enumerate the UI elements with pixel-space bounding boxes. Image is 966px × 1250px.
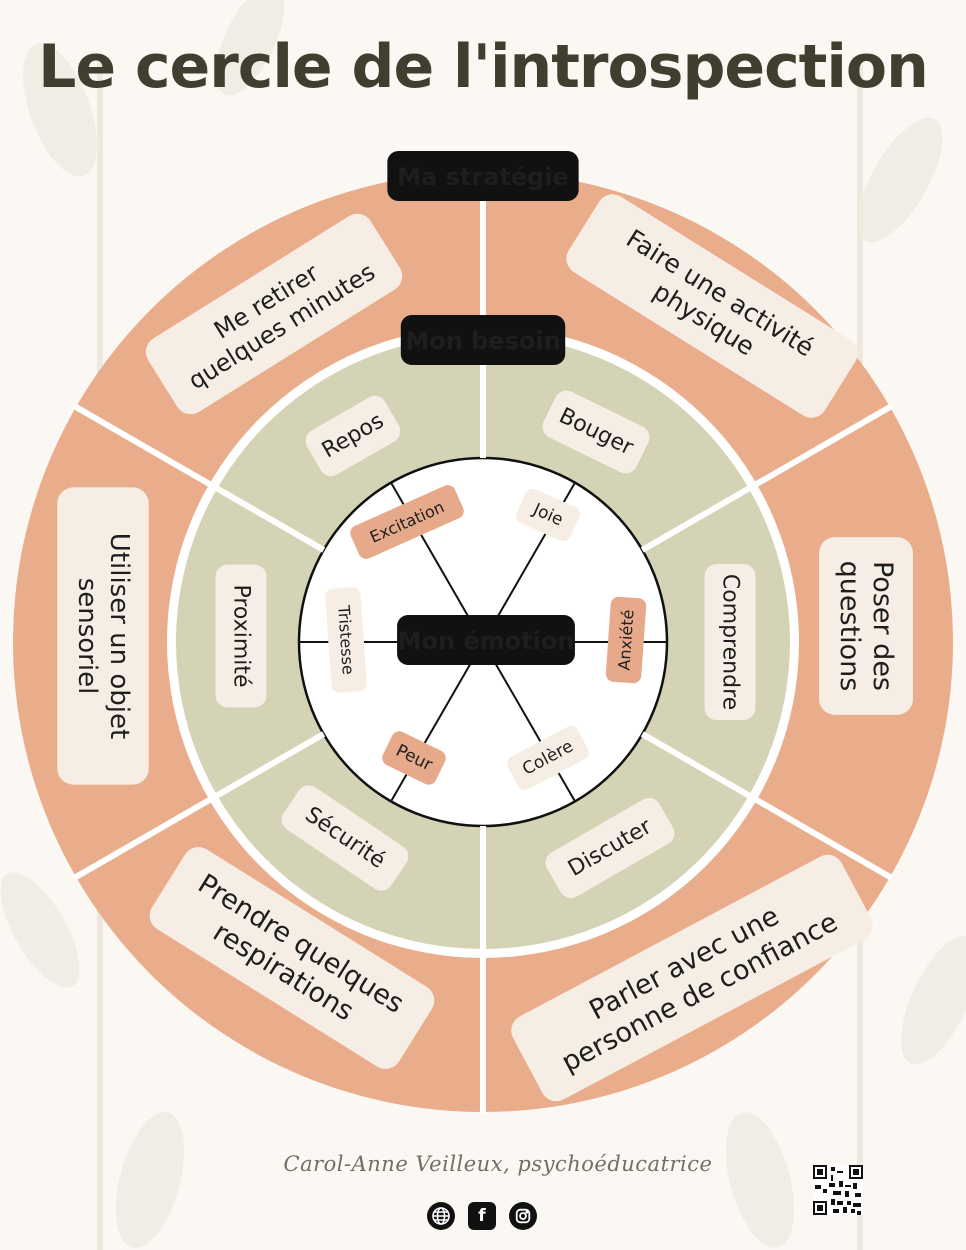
emotion-label-bg: [605, 596, 647, 684]
strategy-heading-bg: [387, 151, 579, 201]
strategy-label-text: sensoriel: [72, 578, 102, 695]
emotion-heading-bg: [397, 615, 575, 665]
need-label-bg: [305, 395, 401, 477]
strategy-label-bg: [149, 847, 435, 1069]
need-label-bg: [542, 390, 650, 474]
strategy-label-text: Utiliser un objet: [104, 533, 134, 739]
need-label-bg: [704, 564, 756, 720]
strategy-label-bg: [566, 194, 858, 418]
need-label-text: Comprendre: [718, 574, 743, 710]
outer-sector-divider: [72, 731, 326, 881]
author-credit: Carol-Anne Veilleux, psychoéducatrice: [283, 1152, 713, 1176]
emotion-heading-text: Mon émotion: [398, 627, 575, 655]
instagram-icon[interactable]: [509, 1202, 537, 1230]
strategy-label-text: Poser des: [867, 561, 898, 691]
need-label-bg: [281, 785, 409, 891]
emotion-label: Anxiété: [605, 596, 647, 684]
strategy-label-bg: [57, 487, 149, 785]
inner-sector-divider: [482, 641, 576, 802]
strategy-heading: Ma stratégie: [387, 151, 579, 201]
globe-icon[interactable]: [427, 1202, 455, 1230]
emotion-heading: Mon émotion: [397, 615, 575, 665]
outer-sector-divider: [72, 403, 326, 553]
page-title: Le cercle de l'introspection: [38, 32, 929, 102]
emotion-label: Joie: [516, 488, 580, 542]
facebook-icon[interactable]: f: [468, 1202, 496, 1230]
emotion-label: Tristesse: [325, 587, 367, 693]
need-label: Comprendre: [704, 564, 756, 720]
emotion-label-bg: [507, 726, 589, 790]
emotion-label-text: Tristesse: [334, 604, 358, 676]
strategy-label-bg: [145, 213, 403, 415]
strategy-label-bg: [819, 537, 913, 715]
emotion-label: Peur: [382, 731, 446, 785]
inner-sector-divider: [390, 641, 484, 802]
qr-code: [813, 1165, 863, 1215]
need-heading: Mon besoin: [400, 315, 566, 365]
emotion-label: Excitation: [350, 485, 464, 559]
emotion-label-bg: [516, 488, 580, 542]
social-icons: f: [427, 1202, 537, 1230]
emotion-label-text: Anxiété: [614, 609, 637, 671]
emotion-label-bg: [325, 587, 367, 693]
need-heading-bg: [400, 315, 566, 365]
outer-sector-divider: [640, 731, 894, 881]
need-label-text: Proximité: [229, 584, 254, 687]
need-label-bg: [215, 564, 267, 708]
emotion-label-bg: [382, 731, 446, 785]
strategy-label-text: questions: [834, 561, 865, 692]
emotion-label-bg: [350, 485, 464, 559]
outer-sector-divider: [640, 403, 894, 553]
need-label-bg: [545, 797, 675, 899]
strategy-heading-text: Ma stratégie: [397, 163, 569, 191]
strategy-label-bg: [511, 854, 873, 1102]
need-heading-text: Mon besoin: [405, 327, 560, 355]
need-label: Sécurité: [281, 785, 409, 891]
need-label: Proximité: [215, 564, 267, 708]
